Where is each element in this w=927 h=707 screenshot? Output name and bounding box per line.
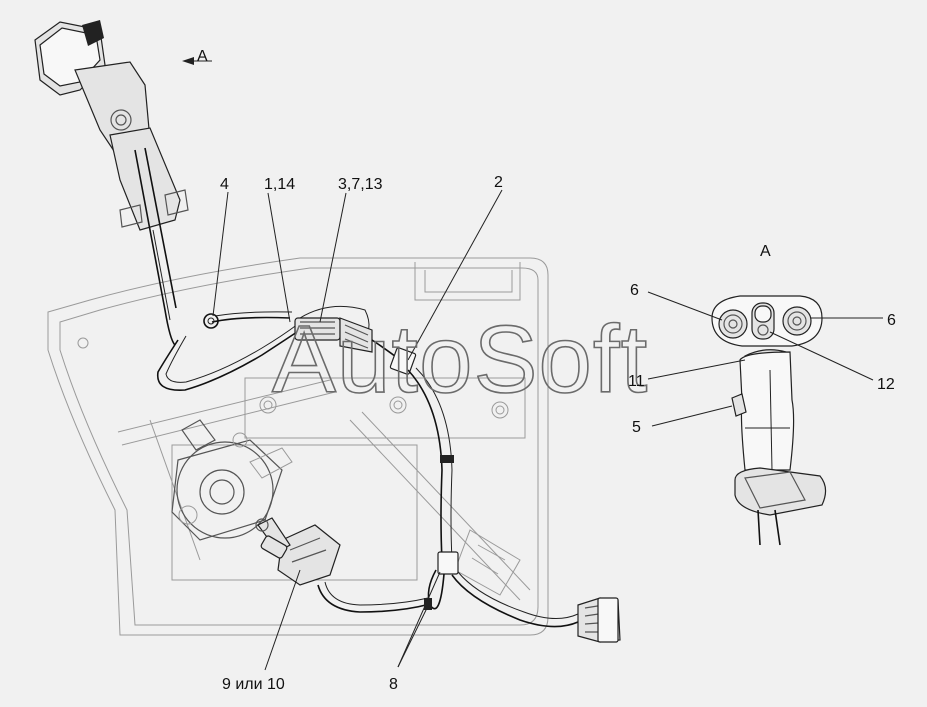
- view-arrow: [182, 57, 212, 65]
- joystick-lever: [34, 20, 189, 346]
- callout-6-left: 6: [630, 282, 639, 299]
- callout-6-right: 6: [887, 312, 896, 329]
- callout-11: 11: [628, 373, 645, 390]
- wiring-harness: [156, 305, 621, 643]
- grip-view-a: [711, 295, 827, 546]
- view-arrow-label: A: [197, 48, 208, 65]
- watermark: AutoSoft: [272, 306, 648, 413]
- view-title: A: [760, 243, 771, 260]
- microswitch: [255, 517, 341, 586]
- callout-4: 4: [220, 176, 229, 193]
- callout-12: 12: [877, 376, 895, 393]
- callout-1-14: 1,14: [264, 176, 295, 193]
- callout-9-or-10: 9 или 10: [222, 676, 285, 693]
- callout-8: 8: [389, 676, 398, 693]
- callout-3-7-13: 3,7,13: [338, 176, 383, 193]
- leader-lines: [212, 189, 883, 671]
- callout-2: 2: [494, 174, 503, 191]
- callout-5: 5: [632, 419, 641, 436]
